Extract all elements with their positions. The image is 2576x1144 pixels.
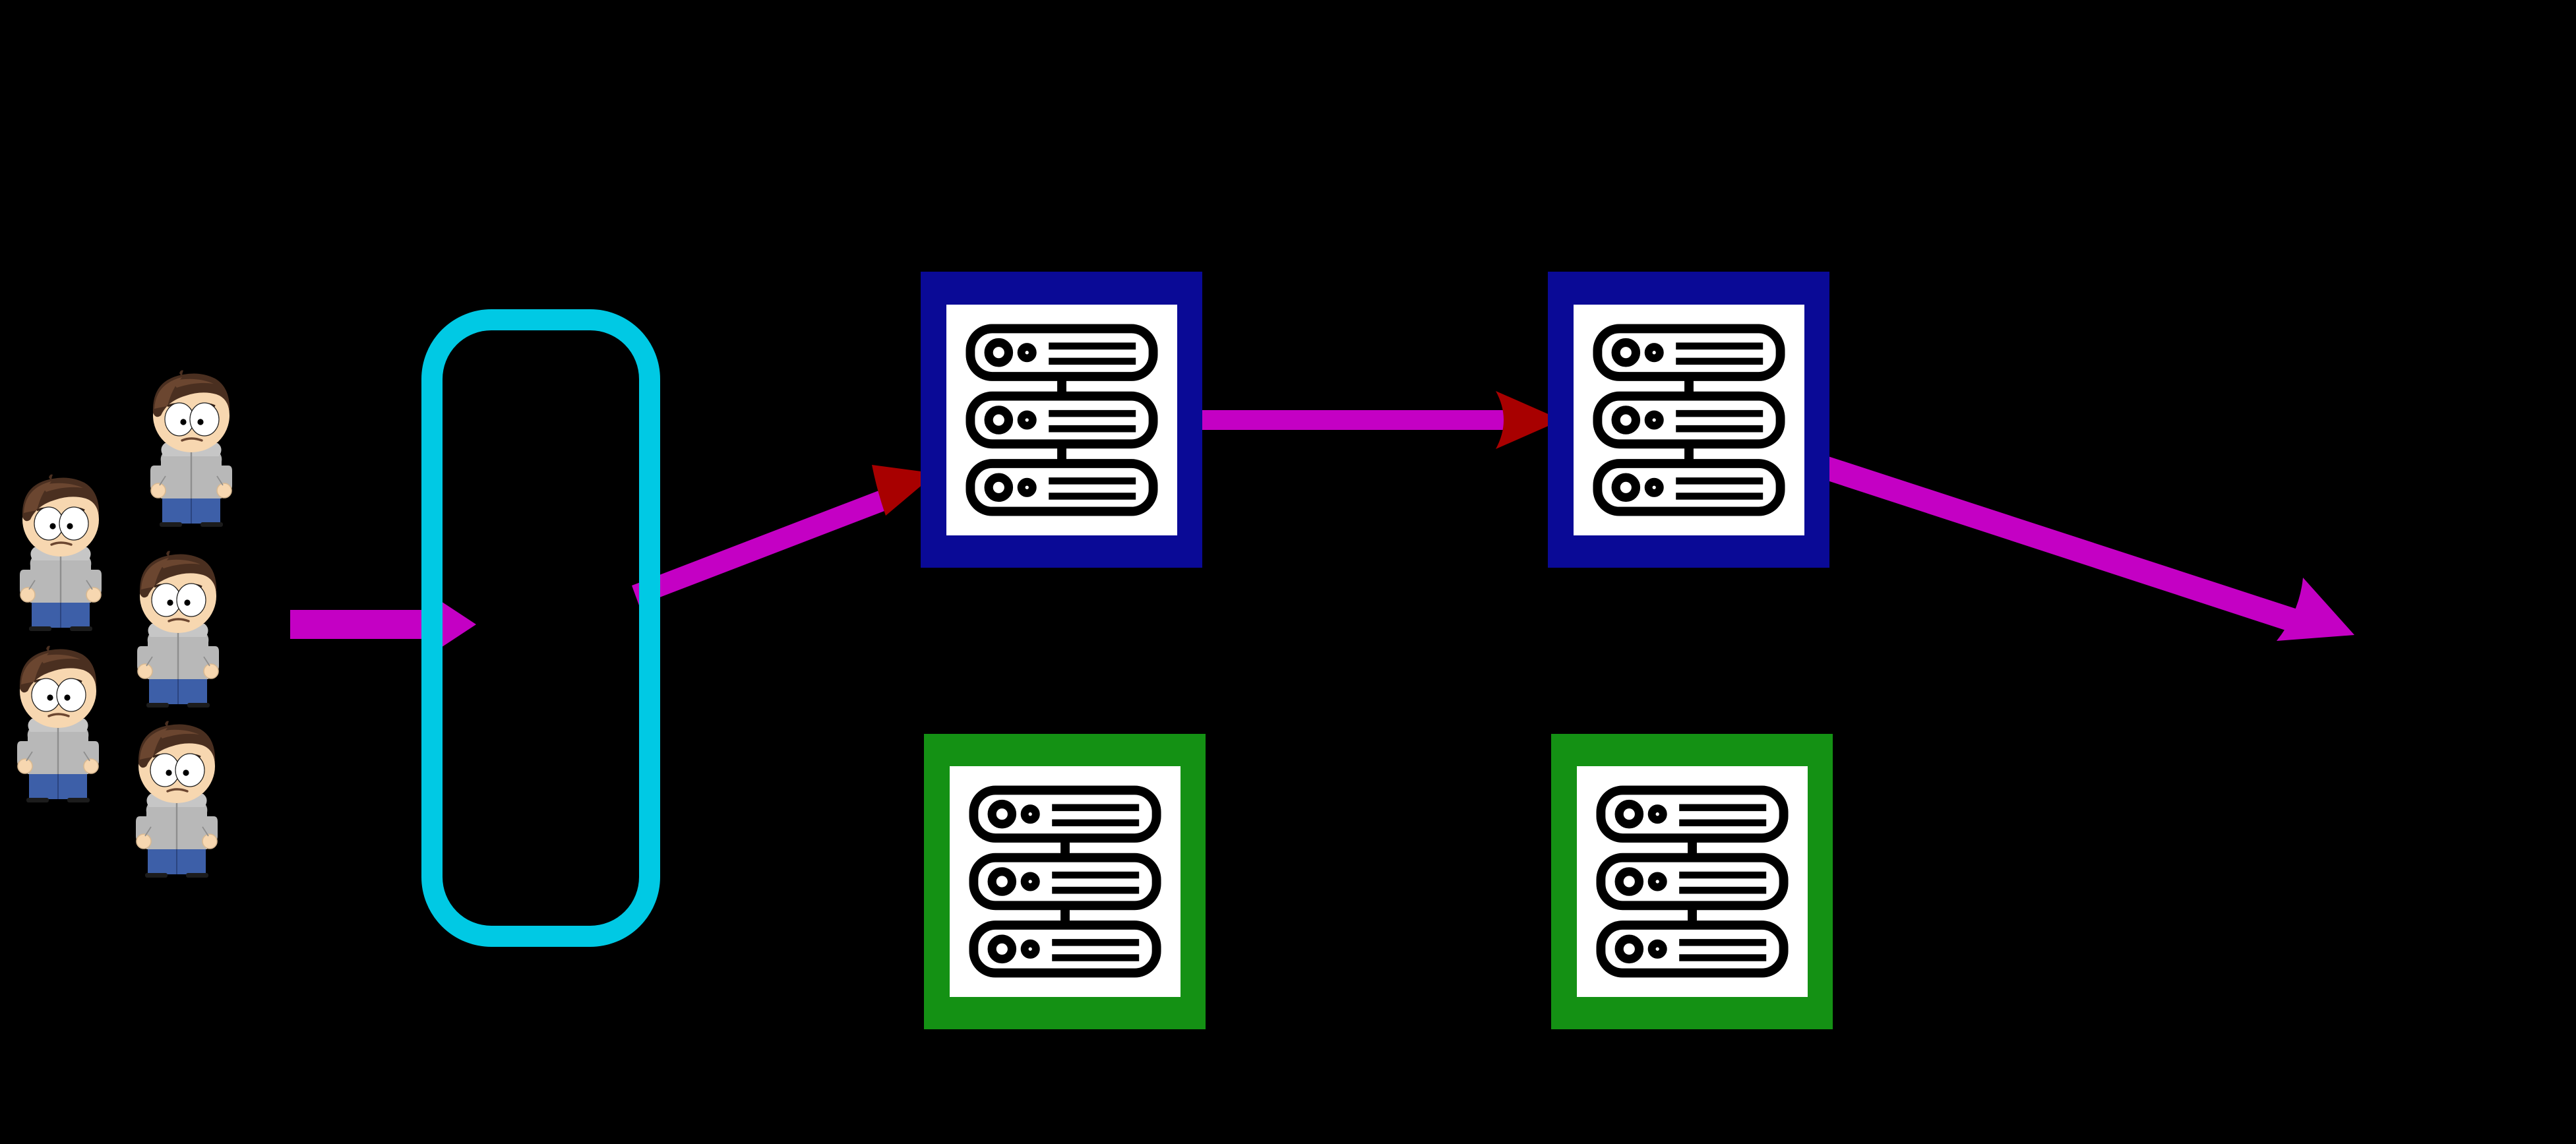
arrow-gateway-to-blue-1 — [632, 465, 936, 605]
node-blue-1[interactable] — [921, 272, 1202, 568]
gateway-container[interactable] — [421, 309, 660, 947]
server-rack-icon — [1576, 766, 1808, 997]
node-blue-2[interactable] — [1548, 272, 1829, 568]
person-icon — [16, 644, 100, 804]
gateway-outline — [421, 309, 660, 947]
server-rack-icon — [949, 766, 1181, 997]
node-green-2[interactable] — [1551, 734, 1833, 1029]
server-rack-icon — [1573, 304, 1804, 535]
user-group — [16, 369, 233, 879]
node-green-1[interactable] — [924, 734, 1206, 1029]
arrow-blue-2-to-exit — [1822, 456, 2354, 641]
person-icon — [135, 719, 219, 879]
person-icon — [149, 369, 233, 528]
person-icon — [18, 473, 103, 632]
server-rack-icon — [946, 304, 1177, 535]
person-icon — [136, 549, 220, 709]
arrow-blue-1-to-blue-2 — [1200, 391, 1562, 449]
